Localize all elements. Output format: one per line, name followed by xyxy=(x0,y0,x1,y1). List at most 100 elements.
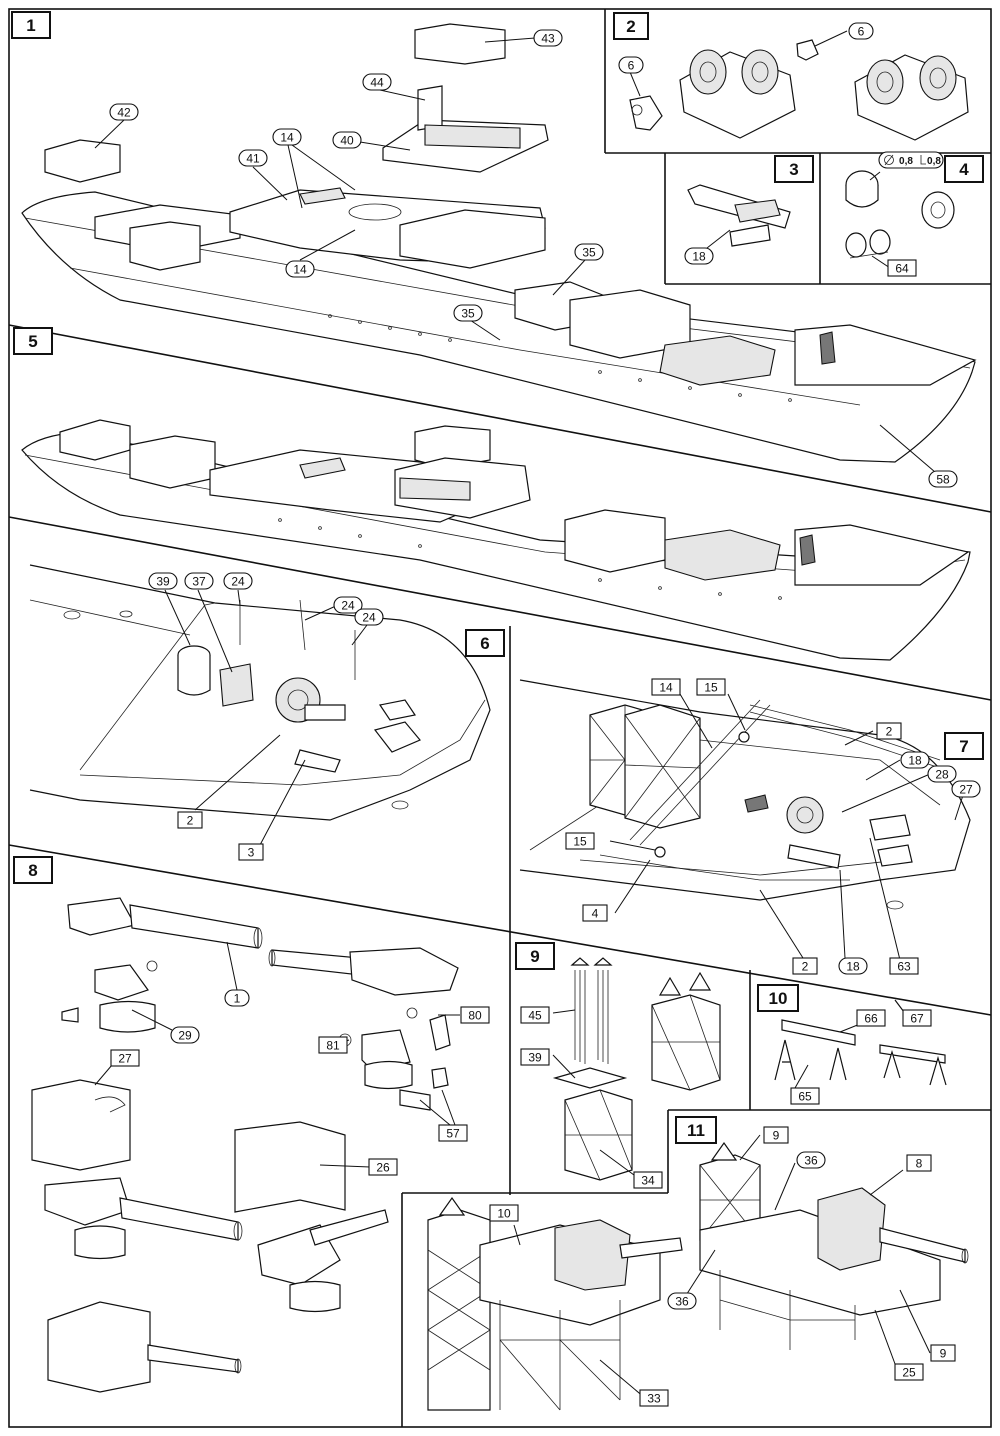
callout-c43: 43 xyxy=(533,29,563,47)
step-11-platforms xyxy=(427,1141,969,1411)
svg-text:5: 5 xyxy=(28,332,37,351)
callout-c14b: 14 xyxy=(285,260,315,278)
callout-c10: 10 xyxy=(489,1204,519,1222)
callout-c39b: 39 xyxy=(520,1048,550,1066)
callout-number: 2 xyxy=(802,960,809,974)
callout-number: 14 xyxy=(280,131,294,145)
step-6-label: 6 xyxy=(465,629,505,657)
step-3-part-18 xyxy=(687,184,791,249)
callout-number: 25 xyxy=(902,1366,916,1380)
callout-c18a: 18 xyxy=(684,247,714,265)
callout-number: 35 xyxy=(582,246,596,260)
callout-c58: 58 xyxy=(928,470,958,488)
callout-number: 18 xyxy=(846,960,860,974)
callout-c9a: 9 xyxy=(763,1126,789,1144)
step-8-label: 8 xyxy=(13,856,53,884)
callout-number: 6 xyxy=(858,25,865,39)
callout-c18b: 18 xyxy=(900,751,930,769)
callout-number: 27 xyxy=(118,1052,132,1066)
callout-number: 28 xyxy=(935,768,949,782)
callout-number: 80 xyxy=(468,1009,482,1023)
svg-text:2: 2 xyxy=(626,17,635,36)
svg-text:10: 10 xyxy=(769,989,788,1008)
callout-c24b: 24 xyxy=(333,596,363,614)
callout-number: 40 xyxy=(340,134,354,148)
callout-number: 65 xyxy=(798,1090,812,1104)
callout-number: 2 xyxy=(187,814,194,828)
step-9-leaders xyxy=(552,1009,635,1176)
callout-number: 66 xyxy=(864,1012,878,1026)
step-labels: 1 2 3 4 5 6 7 8 9 10 11 xyxy=(11,11,984,1144)
step-1-label: 1 xyxy=(11,11,51,39)
callout-c39a: 39 xyxy=(148,572,178,590)
callout-c15a: 15 xyxy=(696,678,726,696)
callout-number: 8 xyxy=(916,1157,923,1171)
part-43 xyxy=(414,23,506,65)
step-11-label: 11 xyxy=(675,1116,717,1144)
callout-number: 24 xyxy=(362,611,376,625)
callout-c81: 81 xyxy=(318,1036,348,1054)
step-3-label: 3 xyxy=(774,155,814,183)
part-44 xyxy=(417,85,443,131)
callout-c35b: 35 xyxy=(453,304,483,322)
callout-number: 64 xyxy=(895,262,909,276)
step-7-foredeck xyxy=(519,679,971,910)
step-10-trestles xyxy=(774,999,947,1089)
callout-c66: 66 xyxy=(856,1009,886,1027)
callout-c26: 26 xyxy=(368,1158,398,1176)
callout-number: 44 xyxy=(370,76,384,90)
svg-text:3: 3 xyxy=(789,160,798,179)
part-42 xyxy=(44,139,121,183)
callout-number: 58 xyxy=(936,473,950,487)
callout-c35a: 35 xyxy=(574,243,604,261)
callout-c18c: 18 xyxy=(838,957,868,975)
step-1-hull-drawing xyxy=(21,23,977,463)
callout-number: 1 xyxy=(234,992,241,1006)
callout-c24c: 24 xyxy=(354,608,384,626)
callout-c40: 40 xyxy=(332,131,362,149)
part-27-shield xyxy=(31,1079,131,1171)
callout-c2b: 2 xyxy=(876,722,902,740)
callout-c2c: 2 xyxy=(792,957,818,975)
callout-c3: 3 xyxy=(238,843,264,861)
step-4-spec-label: 0,8 0,8 xyxy=(878,151,944,169)
callout-c67: 67 xyxy=(902,1009,932,1027)
callout-number: 3 xyxy=(248,846,255,860)
callout-c64: 64 xyxy=(887,259,917,277)
callout-c45: 45 xyxy=(520,1006,550,1024)
callout-c6a: 6 xyxy=(618,56,644,74)
callout-c37: 37 xyxy=(184,572,214,590)
callout-number: 39 xyxy=(528,1051,542,1065)
svg-text:7: 7 xyxy=(959,737,968,756)
callout-c41: 41 xyxy=(238,149,268,167)
callout-c8: 8 xyxy=(906,1154,932,1172)
callout-c80: 80 xyxy=(460,1006,490,1024)
callout-number: 18 xyxy=(692,250,706,264)
callout-c15b: 15 xyxy=(565,832,595,850)
callout-number: 27 xyxy=(959,783,973,797)
callout-number: 15 xyxy=(573,835,587,849)
callout-c33: 33 xyxy=(639,1389,669,1407)
callout-number: 9 xyxy=(940,1347,947,1361)
callout-number: 41 xyxy=(246,152,260,166)
step-5-ship xyxy=(21,419,971,661)
callout-number: 42 xyxy=(117,106,131,120)
step-1-leaders xyxy=(94,37,936,473)
callout-number: 24 xyxy=(231,575,245,589)
step-9-tower xyxy=(552,957,721,1181)
callout-c65: 65 xyxy=(790,1087,820,1105)
callout-number: 34 xyxy=(641,1174,655,1188)
svg-text:0,8: 0,8 xyxy=(927,156,941,167)
step-6-foredeck xyxy=(29,564,491,821)
callout-number: 9 xyxy=(773,1129,780,1143)
svg-text:11: 11 xyxy=(687,1121,705,1140)
callout-number: 33 xyxy=(647,1392,661,1406)
callout-c4: 4 xyxy=(582,904,608,922)
step-5-label: 5 xyxy=(13,327,53,355)
callout-number: 39 xyxy=(156,575,170,589)
svg-text:9: 9 xyxy=(530,947,539,966)
callout-c25: 25 xyxy=(894,1363,924,1381)
callout-c27b: 27 xyxy=(110,1049,140,1067)
step-2-label: 2 xyxy=(613,12,649,40)
